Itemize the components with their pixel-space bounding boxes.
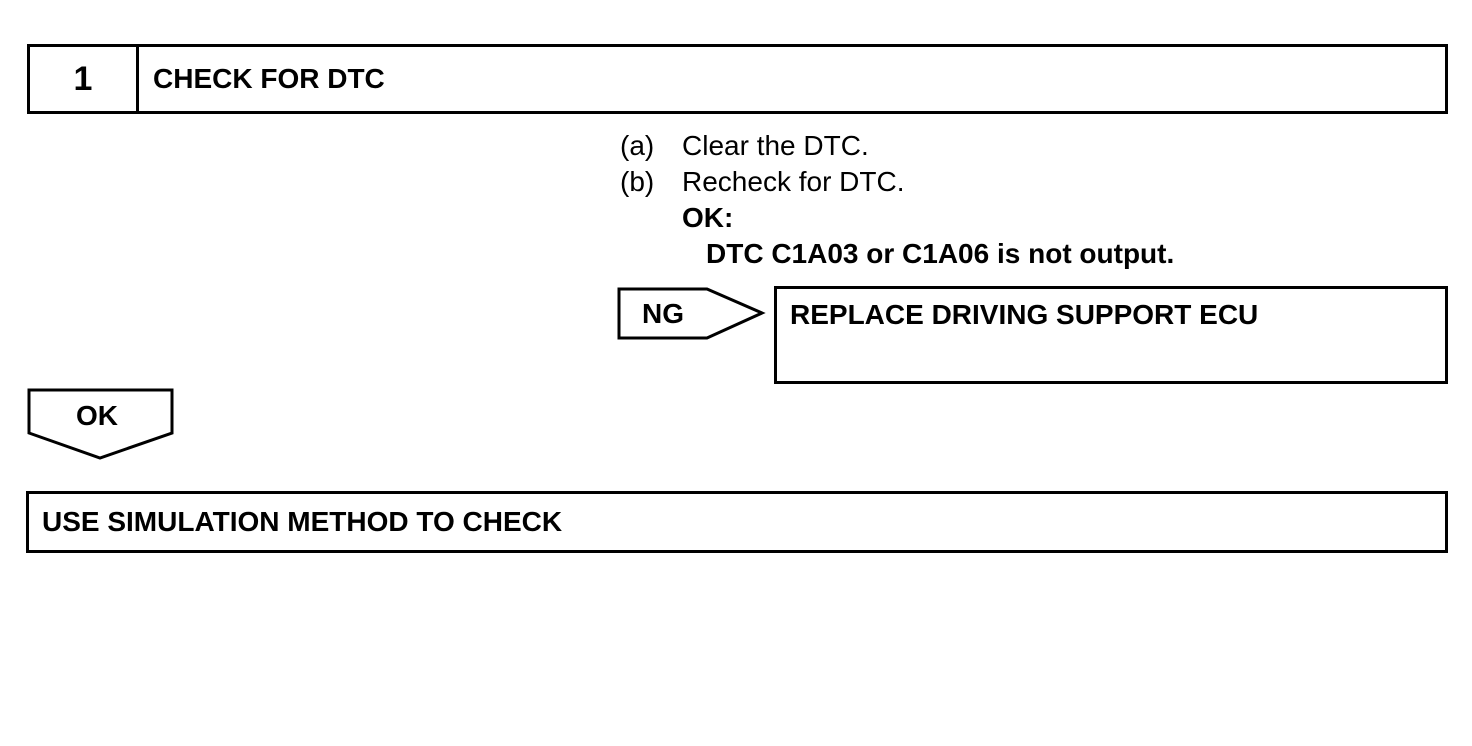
- ok-condition-text: DTC C1A03 or C1A06 is not output.: [706, 238, 1175, 269]
- ok-label: OK: [76, 400, 118, 431]
- instruction-a-mark: (a): [620, 130, 655, 161]
- ng-arrow-icon: [617, 287, 766, 340]
- ng-action-box: REPLACE DRIVING SUPPORT ECU: [774, 286, 1448, 384]
- instruction-a-text: Clear the DTC.: [682, 130, 869, 161]
- ok-action-box: USE SIMULATION METHOD TO CHECK: [26, 491, 1448, 553]
- instruction-b-mark: (b): [620, 166, 655, 197]
- ok-condition-label: OK:: [682, 202, 734, 233]
- ng-label: NG: [642, 298, 684, 329]
- ok-arrow-icon: [27, 388, 174, 460]
- step-header-box: 1 CHECK FOR DTC: [27, 44, 1448, 114]
- instruction-b-text: Recheck for DTC.: [682, 166, 905, 197]
- ok-action-label: USE SIMULATION METHOD TO CHECK: [42, 506, 563, 537]
- step-number: 1: [30, 47, 139, 111]
- ng-action-label: REPLACE DRIVING SUPPORT ECU: [790, 299, 1259, 330]
- step-title: CHECK FOR DTC: [153, 63, 385, 94]
